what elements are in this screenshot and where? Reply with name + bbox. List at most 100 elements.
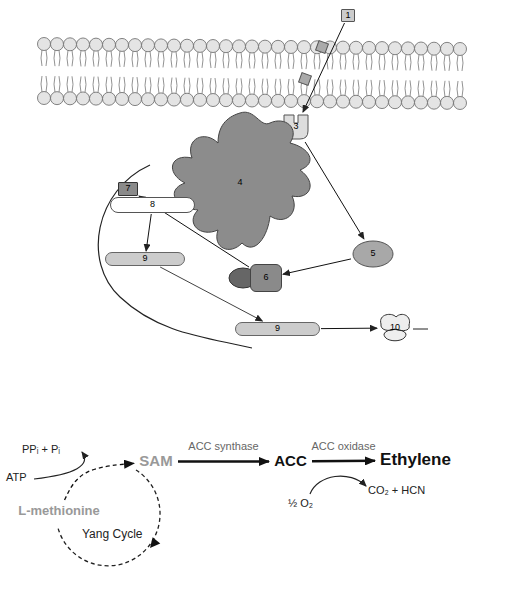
lipid-head <box>142 39 155 52</box>
lipid-head <box>155 93 168 106</box>
lipid-tail <box>67 50 73 66</box>
annotation-text: CO₂ + HCN <box>368 484 425 496</box>
lipid-tail <box>288 53 294 69</box>
lipid-head <box>116 92 129 105</box>
lipid-head <box>51 38 64 51</box>
lipid-tail <box>366 80 372 96</box>
lipid-tail <box>132 51 138 67</box>
lipid-tail <box>197 78 203 94</box>
lipid-head <box>350 95 363 108</box>
callout-number: 7 <box>125 184 130 194</box>
lipid-head <box>415 42 428 55</box>
callout-number: 9 <box>142 254 147 264</box>
lipid-tail <box>340 80 346 96</box>
reaction-arrow <box>312 460 375 463</box>
lipid-head <box>376 96 389 109</box>
lipid-head <box>194 93 207 106</box>
lipid-head <box>207 40 220 53</box>
lipid-head <box>389 42 402 55</box>
lipid-tail <box>41 50 47 66</box>
metabolite: L-methionine <box>16 503 102 520</box>
metabolite-name: L-methionine <box>18 504 100 518</box>
lipid-head <box>77 38 90 51</box>
lipid-head <box>103 38 116 51</box>
lipid-tail <box>288 79 294 95</box>
lipid-tail <box>262 79 268 95</box>
annotation-text: ATP <box>6 471 27 483</box>
lipid-head <box>454 96 467 109</box>
lipid-head <box>194 39 207 52</box>
lipid-head <box>337 41 350 54</box>
lipid-head <box>233 94 246 107</box>
lipid-tail <box>197 52 203 68</box>
callout-number: 4 <box>237 178 242 188</box>
lipid-tail <box>184 78 190 94</box>
lipid-head <box>129 93 142 106</box>
lipid-tail <box>379 80 385 96</box>
lipid-tail <box>405 54 411 70</box>
lipid-head <box>220 94 233 107</box>
lipid-head <box>64 92 77 105</box>
lipid-tail <box>41 76 47 92</box>
lipid-tail <box>249 52 255 68</box>
lipid-head <box>181 93 194 106</box>
ellipse-shape <box>353 241 393 267</box>
lipid-tail <box>392 54 398 70</box>
signal-arrow <box>283 259 351 274</box>
lipid-tail <box>353 80 359 96</box>
lipid-head <box>168 93 181 106</box>
lipid-tail <box>158 77 164 93</box>
lipid-head <box>272 94 285 107</box>
ribosome-icon: 10 <box>378 312 412 344</box>
gene-box: 8 <box>110 197 195 213</box>
atp-arrow <box>34 452 85 479</box>
lipid-tail <box>54 50 60 66</box>
lipid-tail <box>418 81 424 97</box>
lipid-tail <box>457 55 463 71</box>
annotation-text: PPᵢ + Pᵢ <box>22 443 60 455</box>
lipid-tail <box>236 52 242 68</box>
protein-box: 6 <box>250 264 282 292</box>
callout-number: 10 <box>390 323 400 333</box>
lipid-head <box>38 38 51 51</box>
lipid-head <box>38 92 51 105</box>
lipid-head <box>363 95 376 108</box>
lipid-tail <box>171 52 177 68</box>
lipid-tail <box>444 81 450 97</box>
lipid-tail <box>223 78 229 94</box>
lipid-tail <box>314 53 320 69</box>
lipid-tail <box>405 80 411 96</box>
lipid-head <box>246 40 259 53</box>
lipid-head <box>402 42 415 55</box>
lipid-head <box>428 42 441 55</box>
lipid-tail <box>93 51 99 67</box>
lipid-head <box>272 40 285 53</box>
er-blob: 4 <box>160 108 320 258</box>
lipid-tail <box>327 79 333 95</box>
shape-outline <box>381 314 410 340</box>
lipid-head <box>454 42 467 55</box>
cycle-arrow-head <box>146 537 160 551</box>
lipid-tail <box>106 51 112 67</box>
lipid-head <box>129 39 142 52</box>
lipid-tail <box>210 52 216 68</box>
lipid-head <box>285 40 298 53</box>
lipid-tail <box>275 53 281 69</box>
lipid-head <box>77 92 90 105</box>
callout-number: 6 <box>263 273 268 283</box>
lipid-head <box>246 94 259 107</box>
reaction-arrow <box>65 463 134 500</box>
lipid-head <box>64 38 77 51</box>
lipid-head <box>337 95 350 108</box>
lipid-tail <box>119 77 125 93</box>
lipid-tail <box>80 76 86 92</box>
lipid-tail <box>171 78 177 94</box>
lipid-tail <box>444 55 450 71</box>
lipid-tail <box>340 54 346 70</box>
ligand-box: 1 <box>341 9 355 22</box>
lipid-tail <box>132 77 138 93</box>
lipid-tail <box>210 78 216 94</box>
lipid-tail <box>366 54 372 70</box>
lipid-head <box>233 40 246 53</box>
